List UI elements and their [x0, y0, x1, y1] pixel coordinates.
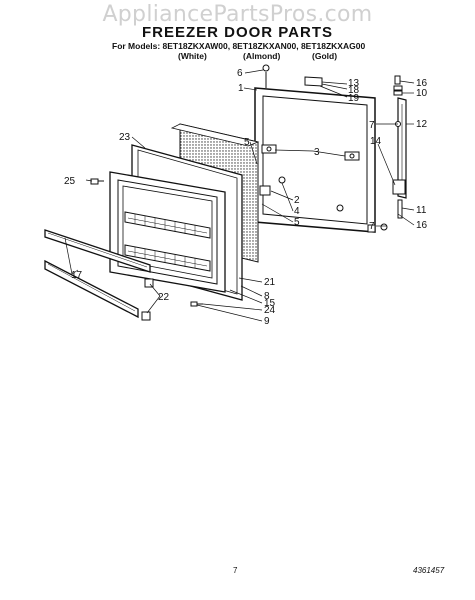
callout-10: 10 [416, 88, 428, 99]
leader-lines [64, 69, 415, 322]
page-number: 7 [233, 566, 238, 575]
callout-14: 14 [370, 136, 382, 147]
callout-21: 21 [264, 277, 276, 288]
screw-part-25 [90, 178, 104, 185]
color-almond: (Almond) [243, 51, 281, 61]
callout-19: 19 [348, 93, 360, 104]
document-number: 4361457 [413, 566, 445, 575]
callout-1: 1 [238, 83, 244, 94]
hinge-hardware-top [262, 64, 403, 96]
callout-9: 9 [264, 316, 270, 327]
color-white: (White) [178, 51, 207, 61]
callout-7-lower: 7 [369, 221, 375, 232]
callout-16-lower: 16 [416, 220, 428, 231]
shelf-clip-part-22 [141, 278, 154, 321]
door-liner [109, 171, 226, 293]
callout-18: 18 [348, 85, 360, 96]
model-list: For Models: 8ET18ZKXAW00, 8ET18ZKXAN00, … [112, 41, 366, 51]
callout-7-upper: 7 [369, 120, 375, 131]
callout-2: 2 [294, 195, 300, 206]
callout-23: 23 [119, 132, 131, 143]
callout-22: 22 [158, 292, 170, 303]
watermark: AppliancePartsPros.com [102, 2, 373, 27]
callout-4: 4 [294, 206, 300, 217]
callout-13: 13 [348, 78, 360, 89]
callout-3: 3 [314, 147, 320, 158]
callout-5-lower: 5 [294, 217, 300, 228]
callout-15: 15 [264, 298, 276, 309]
callout-12: 12 [416, 119, 428, 130]
screw-part-9 [190, 301, 203, 307]
callout-5-upper: 5 [244, 137, 250, 148]
color-gold: (Gold) [312, 51, 338, 61]
callout-6: 6 [237, 68, 243, 79]
callout-17: 17 [71, 270, 83, 281]
callout-25: 25 [64, 176, 76, 187]
callout-24: 24 [264, 305, 276, 316]
hinge-hardware-lower [259, 176, 376, 233]
page-title: FREEZER DOOR PARTS [141, 24, 334, 41]
callout-16-upper: 16 [416, 78, 428, 89]
shelf-bar-part-17 [44, 229, 151, 319]
callout-11: 11 [416, 205, 427, 216]
hinge-part-3 [261, 144, 360, 161]
callout-8: 8 [264, 291, 270, 302]
